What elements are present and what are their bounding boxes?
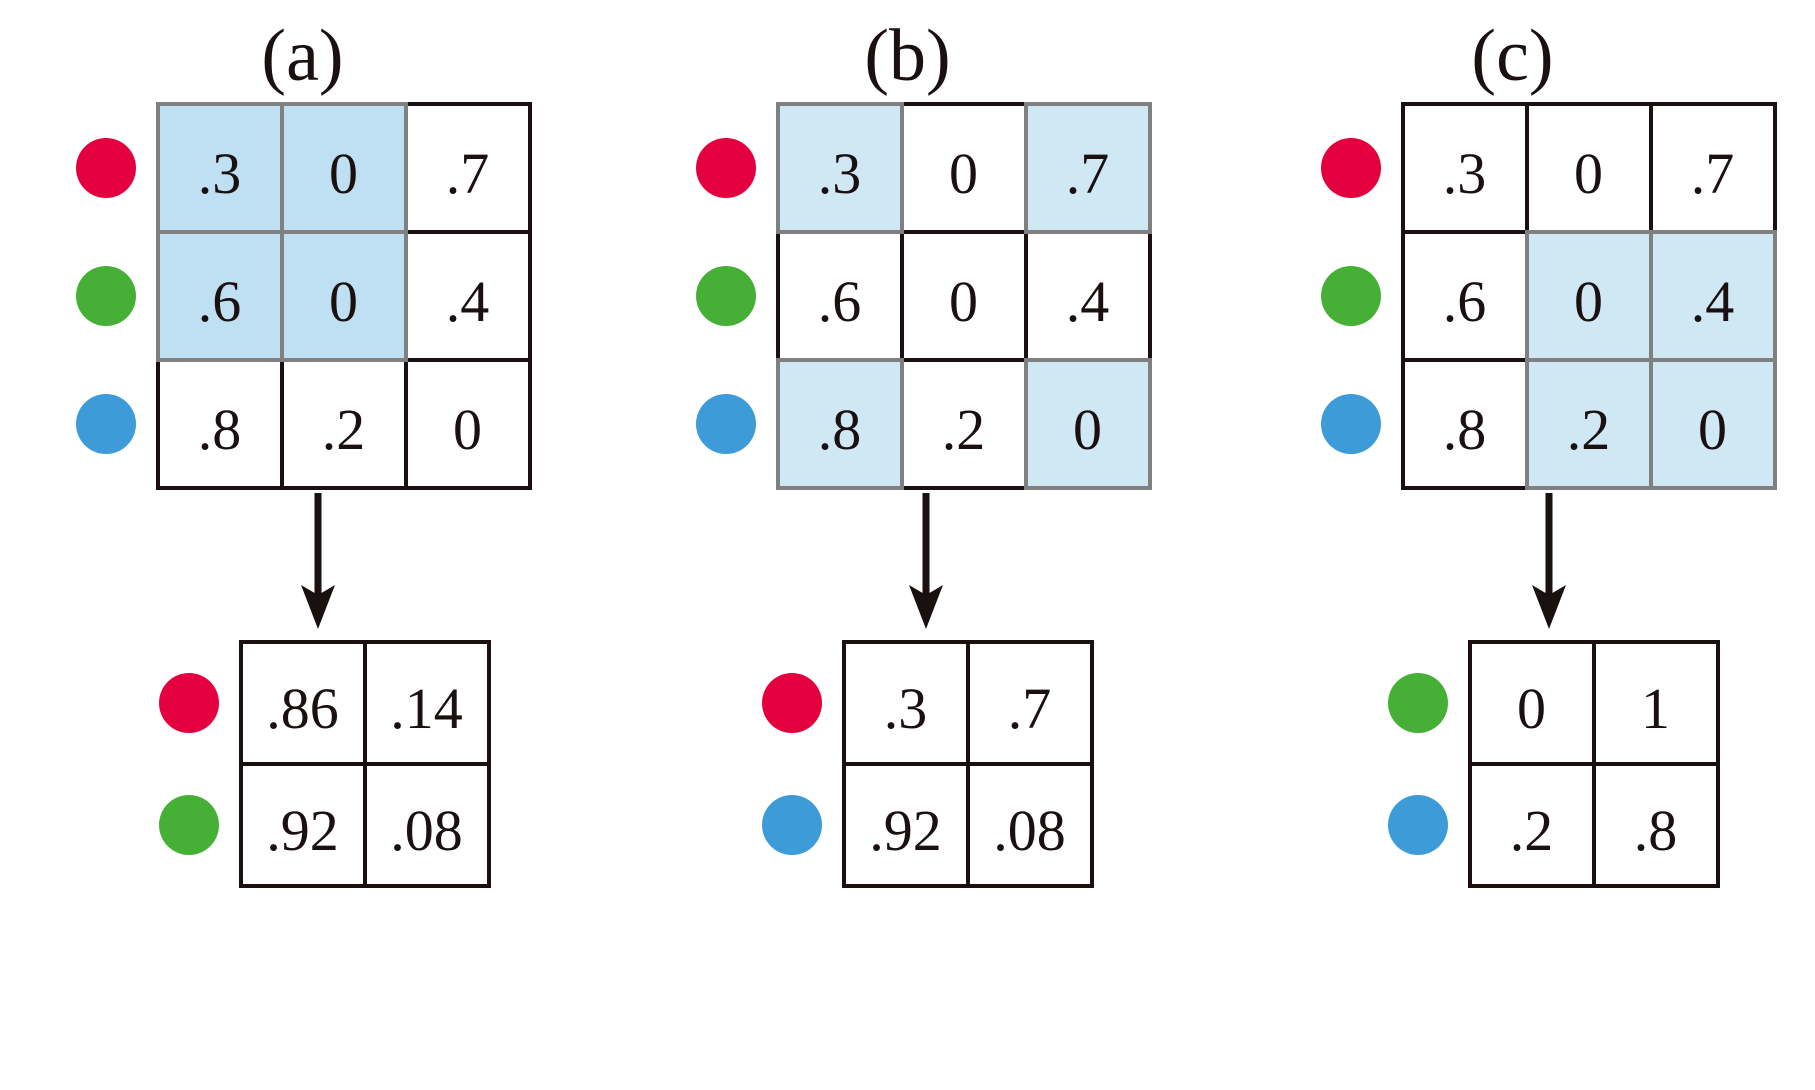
panel-c-result-row-dots — [1387, 642, 1448, 886]
matrix-cell: .7 — [1648, 102, 1777, 234]
panel-a-source-matrix: .3 0 .7 .6 0 .4 .8 .2 0 — [75, 102, 532, 490]
dot-slot — [1387, 764, 1448, 886]
red-dot-icon — [695, 138, 756, 198]
blue-dot-icon — [1320, 394, 1381, 454]
matrix-cell: 0 — [403, 358, 532, 490]
blue-dot-icon — [1387, 795, 1448, 855]
panel-c-source-matrix: .3 0 .7 .6 0 .4 .8 .2 0 — [1320, 102, 1777, 490]
panel-c-result-matrix: 0 1 .2 .8 — [1387, 640, 1720, 888]
panel-b-source-row-dots — [695, 104, 756, 488]
matrix-cell: .8 — [775, 358, 904, 490]
matrix-cell: 0 — [1648, 358, 1777, 490]
dot-slot — [1320, 232, 1381, 360]
result-cell: .08 — [965, 762, 1094, 888]
panel-a-source-row-dots — [75, 104, 136, 488]
panel-a-result-matrix: .86 .14 .92 .08 — [158, 640, 491, 888]
matrix-cell: .2 — [1524, 358, 1653, 490]
result-cell: .86 — [238, 640, 367, 766]
panel-c-grid: .3 0 .7 .6 0 .4 .8 .2 0 — [1400, 102, 1777, 490]
panel-b-arrow-wrap — [587, 488, 1228, 638]
panel-c-result-grid: 0 1 .2 .8 — [1467, 640, 1720, 888]
matrix-cell: .4 — [1648, 230, 1777, 362]
matrix-cell: 0 — [1524, 230, 1653, 362]
matrix-cell: 0 — [1524, 102, 1653, 234]
dot-slot — [1387, 642, 1448, 764]
blue-dot-icon — [761, 795, 822, 855]
panel-b-source-matrix: .3 0 .7 .6 0 .4 .8 .2 0 — [695, 102, 1152, 490]
matrix-cell: .6 — [155, 230, 284, 362]
matrix-cell: 0 — [1023, 358, 1152, 490]
panel-a: (a) .3 0 .7 .6 0 .4 .8 — [0, 0, 605, 1090]
dot-slot — [75, 104, 136, 232]
green-dot-icon — [75, 266, 136, 326]
matrix-cell: 0 — [279, 102, 408, 234]
panel-b-result-row-dots — [761, 642, 822, 886]
panel-a-result-grid: .86 .14 .92 .08 — [238, 640, 491, 888]
down-arrow-icon — [908, 493, 943, 629]
dot-slot — [695, 360, 756, 488]
panel-a-arrow-wrap — [0, 488, 620, 638]
panel-b-result-grid: .3 .7 .92 .08 — [841, 640, 1094, 888]
matrix-cell: .6 — [775, 230, 904, 362]
panel-a-grid: .3 0 .7 .6 0 .4 .8 .2 0 — [155, 102, 532, 490]
panel-c: (c) .3 0 .7 .6 0 .4 .8 — [1210, 0, 1815, 1090]
matrix-cell: .7 — [1023, 102, 1152, 234]
dot-slot — [158, 642, 219, 764]
panel-c-arrow-wrap — [1174, 488, 1815, 638]
dot-slot — [761, 764, 822, 886]
red-dot-icon — [761, 673, 822, 733]
result-cell: .08 — [362, 762, 491, 888]
matrix-cell: 0 — [279, 230, 408, 362]
matrix-cell: .8 — [155, 358, 284, 490]
blue-dot-icon — [75, 394, 136, 454]
result-cell: 0 — [1467, 640, 1596, 766]
red-dot-icon — [75, 138, 136, 198]
dot-slot — [158, 764, 219, 886]
matrix-cell: .2 — [279, 358, 408, 490]
red-dot-icon — [1320, 138, 1381, 198]
dot-slot — [695, 104, 756, 232]
result-cell: .7 — [965, 640, 1094, 766]
result-cell: .2 — [1467, 762, 1596, 888]
matrix-cell: .3 — [155, 102, 284, 234]
dot-slot — [1320, 104, 1381, 232]
result-cell: .92 — [238, 762, 367, 888]
panel-a-result-row-dots — [158, 642, 219, 886]
green-dot-icon — [1387, 673, 1448, 733]
dot-slot — [75, 232, 136, 360]
down-arrow-icon — [300, 493, 335, 629]
panel-c-label: (c) — [1471, 15, 1554, 97]
panel-c-source-row-dots — [1320, 104, 1381, 488]
green-dot-icon — [158, 795, 219, 855]
matrix-cell: .7 — [403, 102, 532, 234]
panel-a-label: (a) — [261, 15, 344, 97]
blue-dot-icon — [695, 394, 756, 454]
down-arrow-icon — [1531, 493, 1566, 629]
matrix-cell: .3 — [775, 102, 904, 234]
result-cell: .14 — [362, 640, 491, 766]
panel-b-grid: .3 0 .7 .6 0 .4 .8 .2 0 — [775, 102, 1152, 490]
red-dot-icon — [158, 673, 219, 733]
result-cell: 1 — [1591, 640, 1720, 766]
green-dot-icon — [1320, 266, 1381, 326]
result-cell: .8 — [1591, 762, 1720, 888]
dot-slot — [761, 642, 822, 764]
matrix-cell: .4 — [403, 230, 532, 362]
matrix-cell: .4 — [1023, 230, 1152, 362]
dot-slot — [1320, 360, 1381, 488]
matrix-cell: .8 — [1400, 358, 1529, 490]
matrix-cell: 0 — [899, 230, 1028, 362]
matrix-cell: .6 — [1400, 230, 1529, 362]
dot-slot — [695, 232, 756, 360]
result-cell: .3 — [841, 640, 970, 766]
green-dot-icon — [695, 266, 756, 326]
panel-b-result-matrix: .3 .7 .92 .08 — [761, 640, 1094, 888]
matrix-cell: .2 — [899, 358, 1028, 490]
matrix-cell: 0 — [899, 102, 1028, 234]
matrix-cell: .3 — [1400, 102, 1529, 234]
dot-slot — [75, 360, 136, 488]
panel-b-label: (b) — [864, 15, 951, 97]
result-cell: .92 — [841, 762, 970, 888]
panel-b: (b) .3 0 .7 .6 0 .4 .8 — [605, 0, 1210, 1090]
